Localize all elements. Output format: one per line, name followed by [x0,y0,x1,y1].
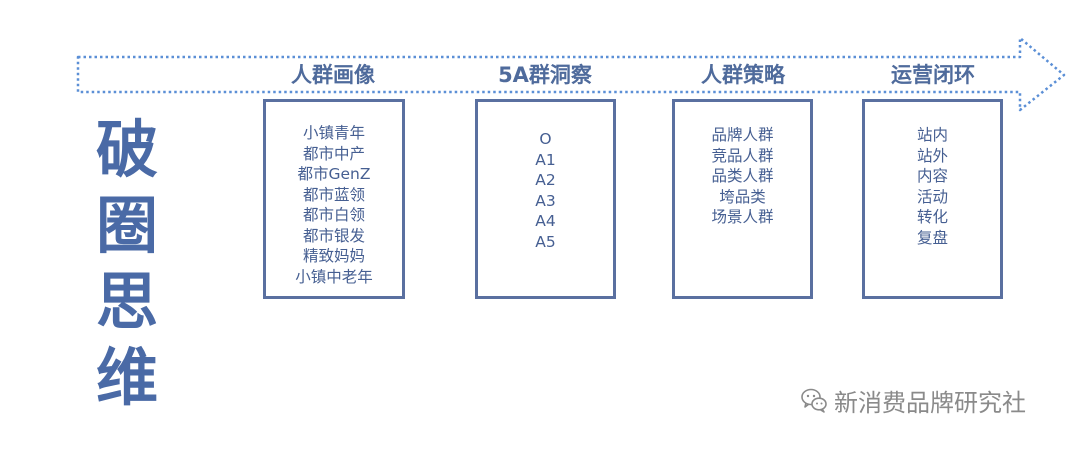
list-item: 品牌人群 [711,126,774,144]
list-item: 都市白领 [302,206,365,224]
list-item: 站内 [916,126,948,144]
stage-title-persona: 人群画像 [291,63,375,87]
list-item: 精致妈妈 [302,247,365,265]
list-item: O [539,130,552,148]
list-item: 都市GenZ [297,165,371,183]
list-item: A1 [535,150,556,169]
main-title: 破圈 思维 [96,112,226,416]
list-item: 品类人群 [711,167,774,185]
list-item: 小镇青年 [302,124,365,142]
list-item: 复盘 [916,228,948,247]
operation-box: 站内 站外 内容 活动 转化 复盘 [862,99,1003,299]
strategy-box: 品牌人群 竞品人群 品类人群 垮品类 场景人群 [672,99,813,299]
main-title-line-2: 思维 [96,265,163,414]
list-item: 内容 [916,167,948,185]
list-item: 垮品类 [719,187,766,206]
list-item: A3 [535,191,556,210]
list-item: A2 [535,171,556,189]
watermark: 新消费品牌研究社 [800,380,1026,420]
wechat-icon [800,386,828,414]
stage-title-operation: 运营闭环 [891,63,975,87]
list-item: A5 [535,232,556,251]
watermark-text: 新消费品牌研究社 [834,388,1026,417]
persona-box: 小镇青年 都市中产 都市GenZ 都市蓝领 都市白领 都市银发 精致妈妈 小镇中… [263,99,405,299]
list-item: 竞品人群 [711,146,774,165]
main-title-line-1: 破圈 [96,113,163,262]
list-item: 站外 [916,146,948,165]
list-item: 都市中产 [302,144,365,163]
list-item: 都市蓝领 [302,185,365,204]
stage-title-5a: 5A群洞察 [498,63,592,87]
list-item: 小镇中老年 [295,267,373,286]
list-item: 活动 [916,187,948,206]
list-item: A4 [535,212,556,230]
stage-title-strategy: 人群策略 [701,63,785,87]
five-a-box: O A1 A2 A3 A4 A5 [475,99,616,299]
list-item: 场景人群 [711,208,774,226]
list-item: 都市银发 [302,226,365,245]
list-item: 转化 [916,208,948,226]
